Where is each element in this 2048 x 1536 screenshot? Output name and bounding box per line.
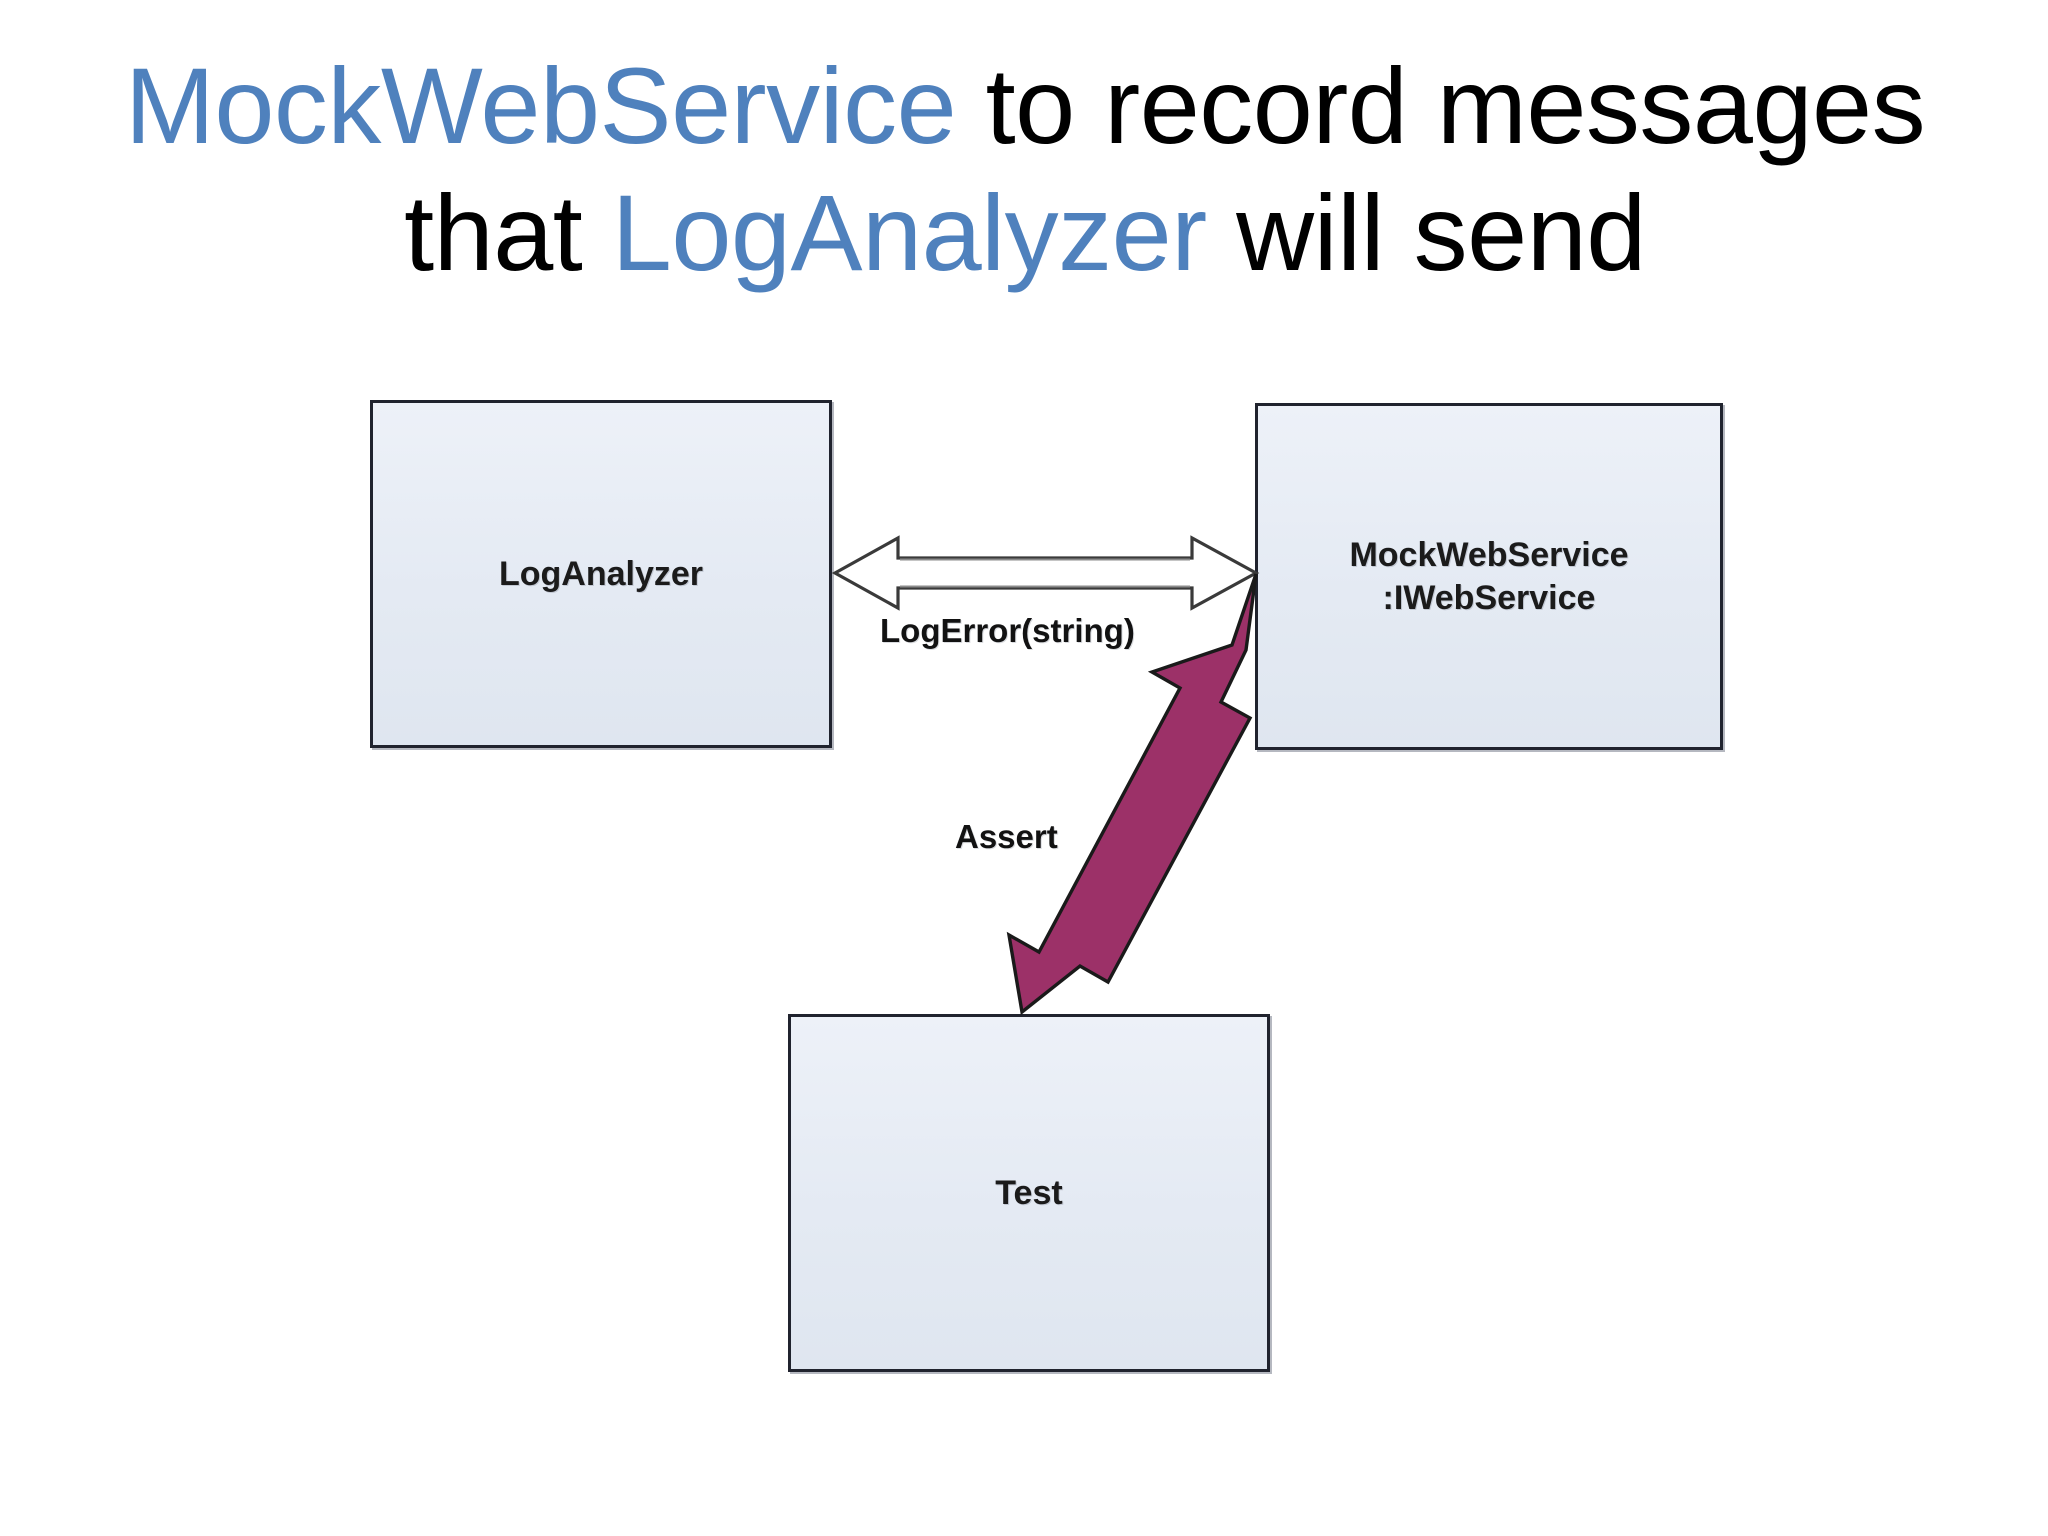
uml-box-mockwebservice[interactable]: MockWebService :IWebService xyxy=(1255,403,1723,750)
uml-box-mockwebservice-label: MockWebService :IWebService xyxy=(1349,536,1629,617)
title-line-2-suffix: will send xyxy=(1206,172,1646,294)
title-line-1-rest: to record messages xyxy=(956,45,1926,166)
title-line-2-prefix: that xyxy=(404,172,612,294)
uml-box-test-label: Test xyxy=(995,1173,1063,1212)
uml-box-loganalyzer-label: LogAnalyzer xyxy=(498,554,704,593)
logerror-block-arrow-shape xyxy=(831,535,1260,611)
connector-label-assert: Assert xyxy=(955,818,1058,855)
title-line-2: that LogAnalyzer will send xyxy=(110,169,1940,296)
page-title: MockWebService to record messages that L… xyxy=(110,42,1940,297)
title-line-1: MockWebService to record messages xyxy=(110,42,1940,169)
uml-box-loganalyzer[interactable]: LogAnalyzer xyxy=(370,400,832,748)
connector-label-logerror: LogError(string) xyxy=(880,612,1135,649)
connector-logerror-arrow[interactable] xyxy=(831,535,1260,611)
title-accent-loganalyzer: LogAnalyzer xyxy=(611,172,1207,294)
title-accent-mockwebservice: MockWebService xyxy=(124,45,957,166)
uml-box-test[interactable]: Test xyxy=(788,1014,1270,1372)
